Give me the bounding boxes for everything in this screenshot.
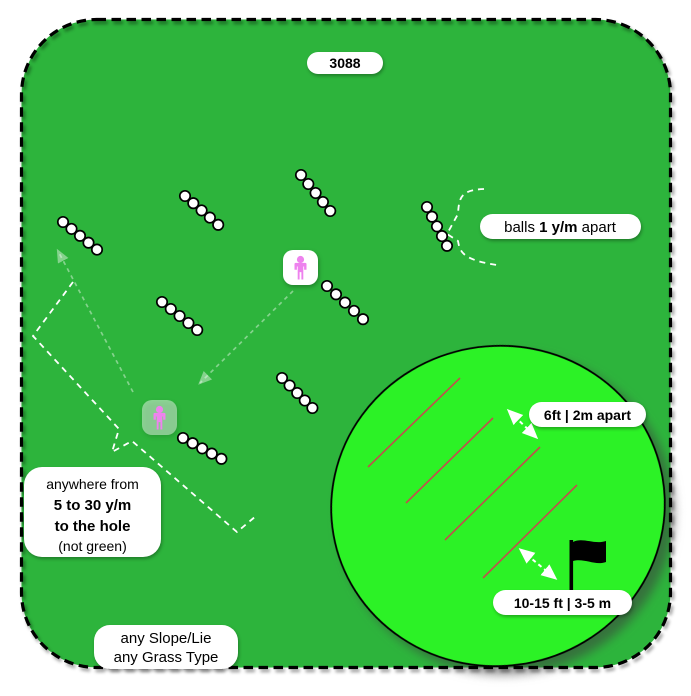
mowing-lines <box>367 377 578 579</box>
person-icon <box>294 255 307 280</box>
golf-ball <box>215 452 228 465</box>
hitting-zone-brace <box>31 281 257 534</box>
golf-ball <box>435 230 449 243</box>
hole-distance-pill <box>493 590 632 615</box>
golf-ball <box>425 210 439 223</box>
golf-ball <box>275 371 289 385</box>
golf-ball <box>173 309 186 323</box>
golf-ball <box>203 211 216 224</box>
golf-ball <box>302 177 315 191</box>
golf-ball <box>90 243 104 256</box>
ball-line <box>176 431 228 465</box>
hole-distance-label: 10-15 ft | 3-5 m <box>493 590 632 615</box>
golf-ball <box>298 394 311 407</box>
player-lower <box>142 400 177 435</box>
hitting-zone-pill <box>24 467 161 557</box>
golf-ball <box>82 236 95 249</box>
ball-line <box>275 371 319 415</box>
green-line-spacing-pill <box>529 402 646 427</box>
flag-pole <box>569 540 574 592</box>
ball-spacing-pre: balls <box>504 219 539 236</box>
ball-spacing-pill <box>480 214 641 239</box>
ball-line <box>56 215 104 256</box>
ball-line <box>320 279 370 326</box>
hitting-zone-label: anywhere from 5 to 30 y/m to the hole (n… <box>24 467 161 557</box>
green-line-spacing-label: 6ft | 2m apart <box>529 402 646 427</box>
ball-spacing-value: 1 y/m <box>539 219 577 236</box>
movement-arrow-to-lower-station <box>198 290 294 385</box>
golf-ball <box>430 220 444 233</box>
person-icon <box>153 405 166 430</box>
ball-spacing-bracket <box>445 188 498 266</box>
hole-distance-text: 10-15 ft | 3-5 m <box>514 595 611 611</box>
mow-line <box>405 417 494 504</box>
golf-ball <box>195 204 208 217</box>
field-dashed-border <box>19 17 673 670</box>
golf-ball <box>176 431 190 445</box>
golf-ball <box>324 204 337 218</box>
ball-line <box>420 200 454 252</box>
golf-ball <box>205 447 218 460</box>
player-upper <box>283 250 318 285</box>
ball-line <box>294 168 337 218</box>
golf-ball <box>356 313 370 326</box>
ball-spacing-label: balls 1 y/m apart <box>480 214 641 239</box>
golf-ball <box>283 379 296 392</box>
hitting-zone-line2: 5 to 30 y/m <box>54 497 132 514</box>
ball-lines <box>56 168 454 465</box>
golf-ball <box>182 316 195 330</box>
hitting-zone-line3: to the hole <box>55 518 131 535</box>
golf-ball <box>186 437 199 450</box>
golf-ball <box>316 195 329 209</box>
movement-arrow-to-upper-station <box>56 248 134 393</box>
golf-ball <box>56 215 70 229</box>
golf-ball <box>191 323 204 337</box>
hitting-zone-line4: (not green) <box>58 538 126 554</box>
golf-ball <box>187 197 200 210</box>
drill-number-text: 3088 <box>329 55 360 71</box>
golf-ball <box>440 239 454 252</box>
golf-ball <box>212 218 225 231</box>
conditions-line2: any Grass Type <box>114 649 219 666</box>
golf-ball <box>164 302 177 316</box>
mow-line <box>367 377 461 468</box>
conditions-pill <box>94 625 238 669</box>
golf-ball <box>309 186 322 200</box>
golf-ball <box>306 401 319 415</box>
ball-spacing-post: apart <box>578 219 617 236</box>
flagstick <box>569 540 606 592</box>
ball-line <box>155 295 204 337</box>
conditions-label: any Slope/Lie any Grass Type <box>94 625 238 669</box>
golf-ball <box>65 222 78 235</box>
golf-ball <box>338 296 352 309</box>
golf-ball <box>291 386 304 400</box>
ball-line <box>178 189 225 231</box>
drill-number-badge: 3088 <box>307 52 383 74</box>
drill-number-pill <box>307 52 383 74</box>
golf-ball <box>320 279 334 293</box>
hitting-zone-line1: anywhere from <box>46 476 139 492</box>
flag-icon <box>573 540 606 564</box>
green-line-spacing-text: 6ft | 2m apart <box>544 407 632 423</box>
conditions-line1: any Slope/Lie <box>121 630 212 647</box>
golf-ball <box>347 304 361 317</box>
mow-line <box>482 484 578 579</box>
golf-ball <box>178 189 192 203</box>
golf-ball <box>155 295 169 309</box>
golf-ball <box>329 288 343 301</box>
ball-spacing-text: balls 1 y/m apart <box>504 219 617 236</box>
golf-ball <box>196 442 209 455</box>
mow-line <box>444 446 541 541</box>
golf-ball <box>73 229 87 242</box>
green-line-spacing-arrow <box>506 408 539 440</box>
golf-ball <box>420 200 434 214</box>
golf-ball <box>294 168 308 182</box>
